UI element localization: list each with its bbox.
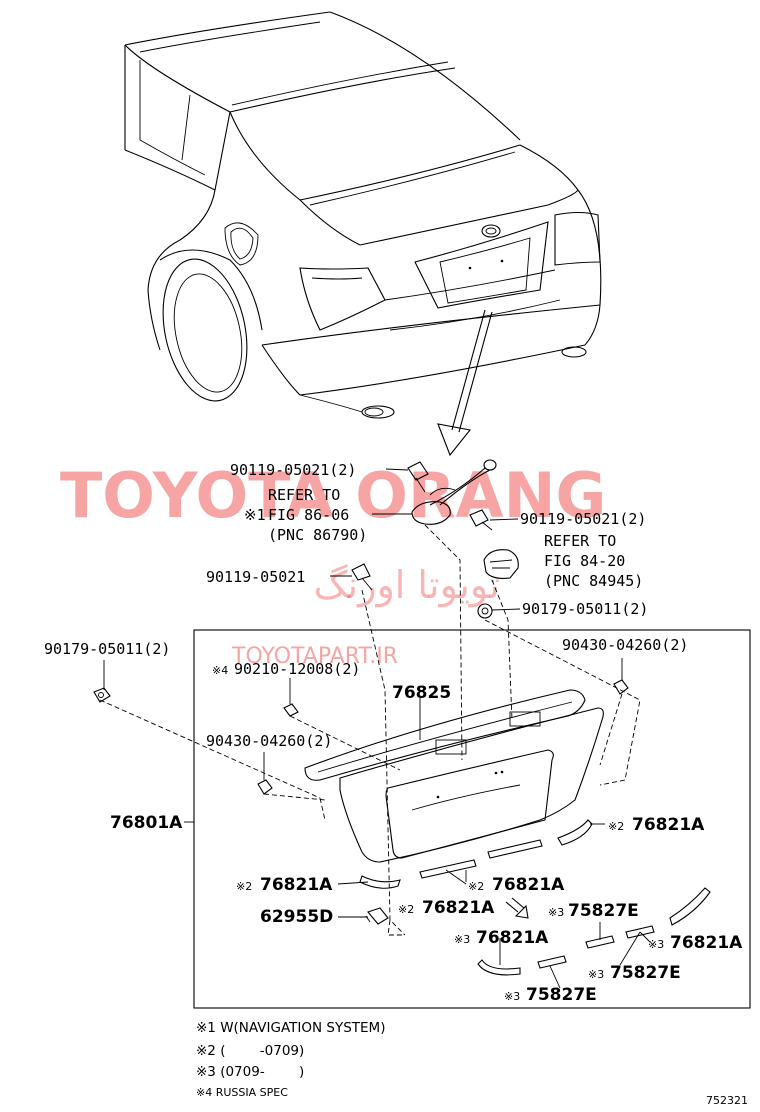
label-molding: 76825 xyxy=(392,683,451,703)
label-clip-left: 90430-04260(2) xyxy=(206,732,332,750)
footnote-3: ※3 (0709- ) xyxy=(196,1064,304,1080)
label-pad-right-mark: ※3 xyxy=(648,938,664,951)
label-screw: 90210-12008(2) xyxy=(234,660,360,678)
screw-part xyxy=(283,703,299,717)
retainer-mid-part xyxy=(625,925,655,939)
label-nut-left: 90179-05011(2) xyxy=(44,640,170,658)
clip-right-part xyxy=(613,679,629,695)
license-lamp-part xyxy=(483,549,519,579)
camera-part xyxy=(411,459,497,525)
label-clip-right: 90430-04260(2) xyxy=(562,636,688,654)
label-refer-84-line3: (PNC 84945) xyxy=(544,572,643,590)
bolt-left-part xyxy=(351,563,373,591)
molding-part xyxy=(304,689,586,781)
label-refer-86-mark: ※1 xyxy=(244,506,266,524)
bolt-right-part xyxy=(469,509,493,531)
clip-small-part xyxy=(365,907,389,925)
label-refer-86-line1: REFER TO xyxy=(268,486,340,504)
nut-left-part xyxy=(93,687,111,703)
footnotes: ※1 W(NAVIGATION SYSTEM) ※2 ( -0709) ※3 (… xyxy=(196,1020,385,1099)
car-illustration xyxy=(124,11,602,457)
footnote-4: ※4 RUSSIA SPEC xyxy=(196,1086,288,1099)
label-retainer-bottom: 75827E xyxy=(526,985,597,1005)
pad-center-part xyxy=(477,959,521,976)
figure-number: 752321 xyxy=(706,1094,748,1107)
label-gasket-right: 76821A xyxy=(632,815,705,835)
label-gasket-left-mark: ※2 xyxy=(236,880,252,893)
label-bolt-top: 90119-05021(2) xyxy=(230,461,356,479)
label-screw-mark: ※4 xyxy=(212,664,228,677)
label-refer-84-line2: FIG 84-20 xyxy=(544,552,625,570)
label-clip-small: 62955D xyxy=(260,907,333,927)
gasket-right-part xyxy=(557,819,593,846)
label-gasket-center: 76821A xyxy=(492,875,565,895)
watermark-brand: TOYOTA ORANG xyxy=(60,459,606,532)
retainer-top-part xyxy=(585,935,615,949)
label-pad-center: 76821A xyxy=(476,928,549,948)
label-retainer-mid-mark: ※3 xyxy=(588,968,604,981)
gasket-left-part xyxy=(359,875,401,889)
label-gasket-left: 76821A xyxy=(260,875,333,895)
pad-right-part xyxy=(669,887,711,926)
watermark-persian: تویوتا اورنگ xyxy=(314,563,501,608)
label-gasket-lower: 76821A xyxy=(422,898,495,918)
label-gasket-lower-mark: ※2 xyxy=(398,903,414,916)
label-garnish: 76801A xyxy=(110,813,183,833)
clip-left-part xyxy=(257,779,273,795)
bolt-top-part xyxy=(407,461,429,493)
footnote-2: ※2 ( -0709) xyxy=(196,1043,304,1059)
label-retainer-bottom-mark: ※3 xyxy=(504,990,520,1003)
label-retainer-top: 75827E xyxy=(568,901,639,921)
retainer-bottom-part xyxy=(537,955,567,969)
gasket-center-part xyxy=(419,859,477,879)
label-pad-center-mark: ※3 xyxy=(454,933,470,946)
label-gasket-right-mark: ※2 xyxy=(608,820,624,833)
label-pad-right: 76821A xyxy=(670,933,743,953)
label-retainer-top-mark: ※3 xyxy=(548,906,564,919)
label-refer-86-line2: FIG 86-06 xyxy=(268,506,349,524)
nut-right-part xyxy=(477,603,493,619)
footnote-1: ※1 W(NAVIGATION SYSTEM) xyxy=(196,1020,385,1036)
label-retainer-mid: 75827E xyxy=(610,963,681,983)
label-refer-84-line1: REFER TO xyxy=(544,532,616,550)
label-nut-right: 90179-05011(2) xyxy=(522,600,648,618)
assembly-frame xyxy=(193,629,751,1009)
watermark-site: TOYOTAPART.IR xyxy=(231,644,398,669)
label-refer-86-line3: (PNC 86790) xyxy=(268,526,367,544)
label-bolt-right: 90119-05021(2) xyxy=(520,510,646,528)
label-gasket-center-mark: ※2 xyxy=(468,880,484,893)
garnish-part xyxy=(339,707,604,863)
gasket-lower-part xyxy=(487,839,543,859)
label-bolt-left: 90119-05021 xyxy=(206,568,305,586)
